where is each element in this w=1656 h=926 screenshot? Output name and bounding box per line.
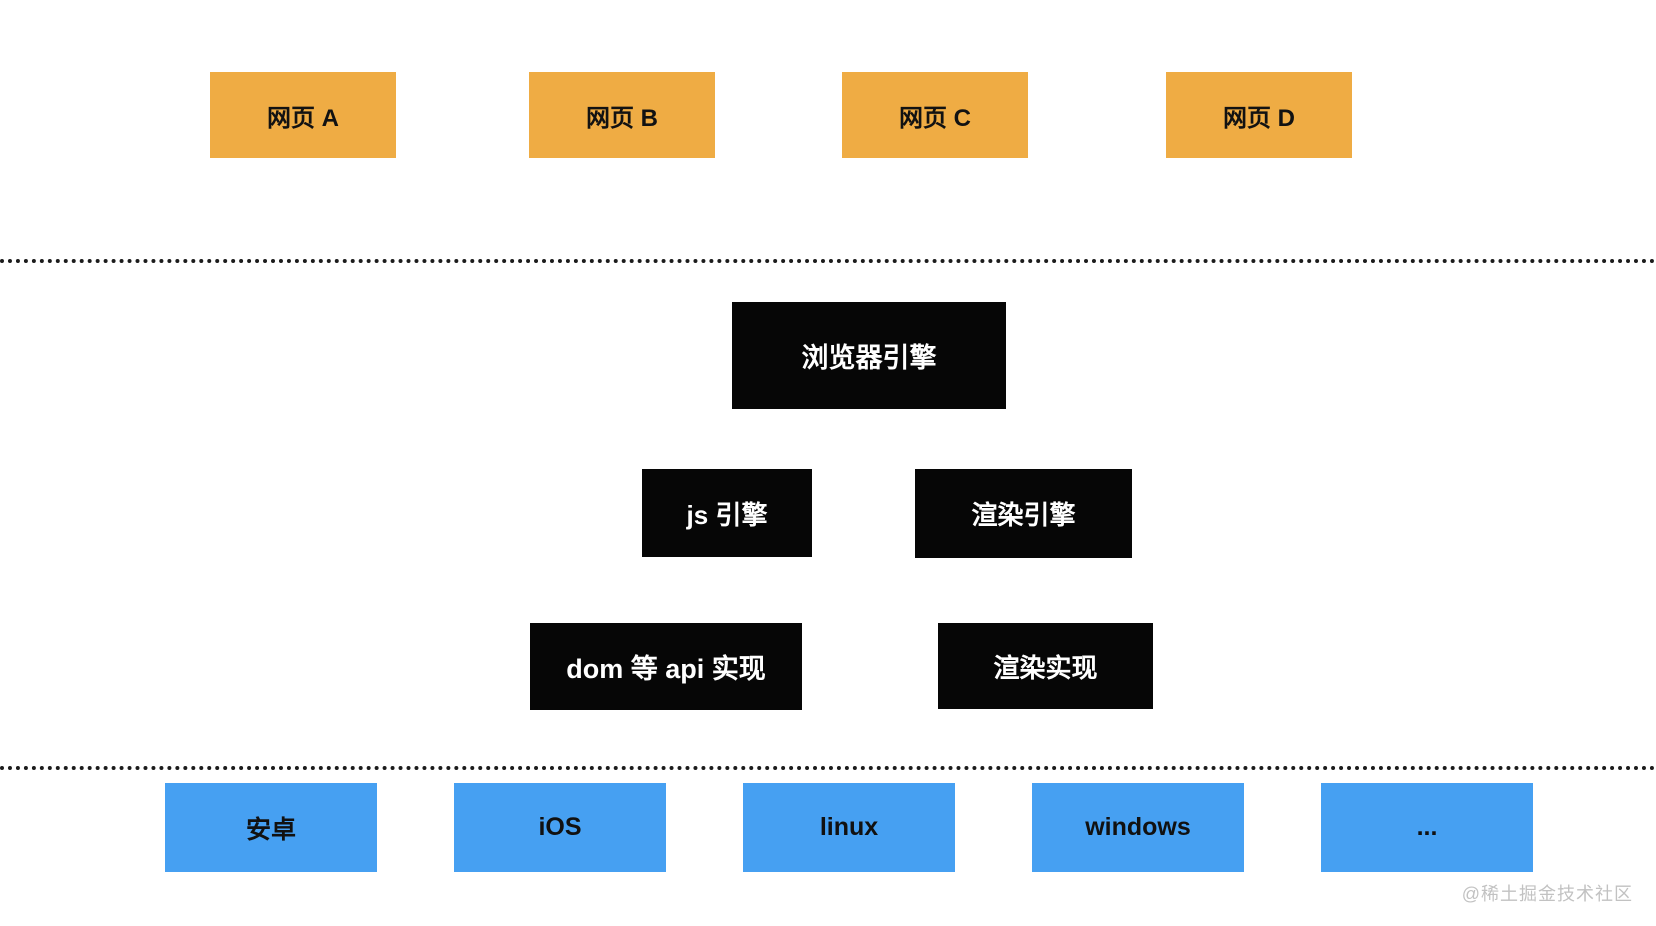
render-engine-label: 渲染引擎 [971, 500, 1076, 530]
platform-box-linux: linux [743, 783, 955, 872]
webpage-box-c: 网页 C [842, 72, 1028, 158]
webpage-label-b: 网页 B [586, 104, 658, 132]
browser-engine-box: 浏览器引擎 [732, 302, 1006, 409]
platform-box-ios: iOS [454, 783, 666, 872]
webpage-box-a: 网页 A [210, 72, 396, 158]
dotted-divider-top [0, 259, 1656, 263]
platform-label-ios: iOS [538, 813, 582, 841]
dom-api-impl-label: dom 等 api 实现 [566, 654, 766, 684]
render-engine-box: 渲染引擎 [915, 469, 1132, 558]
browser-engine-label: 浏览器引擎 [801, 343, 937, 373]
platform-box-android: 安卓 [165, 783, 377, 872]
js-engine-box: js 引擎 [642, 469, 812, 557]
platform-label-linux: linux [819, 813, 879, 841]
platform-label-windows: windows [1085, 813, 1191, 841]
webpage-label-c: 网页 C [899, 104, 971, 132]
webpage-label-d: 网页 D [1223, 104, 1295, 132]
platform-label-ellipsis: ... [1416, 813, 1438, 841]
platform-box-windows: windows [1032, 783, 1244, 872]
platform-box-ellipsis: ... [1321, 783, 1533, 872]
dom-api-impl-box: dom 等 api 实现 [530, 623, 802, 710]
webpage-box-d: 网页 D [1166, 72, 1352, 158]
webpage-box-b: 网页 B [529, 72, 715, 158]
js-engine-label: js 引擎 [686, 499, 768, 530]
render-impl-box: 渲染实现 [938, 623, 1153, 709]
dotted-divider-bottom [0, 766, 1656, 770]
webpage-label-a: 网页 A [267, 104, 339, 132]
platform-label-android: 安卓 [245, 815, 296, 844]
watermark: @稀土掘金技术社区 [1461, 884, 1633, 904]
render-impl-label: 渲染实现 [993, 652, 1098, 683]
